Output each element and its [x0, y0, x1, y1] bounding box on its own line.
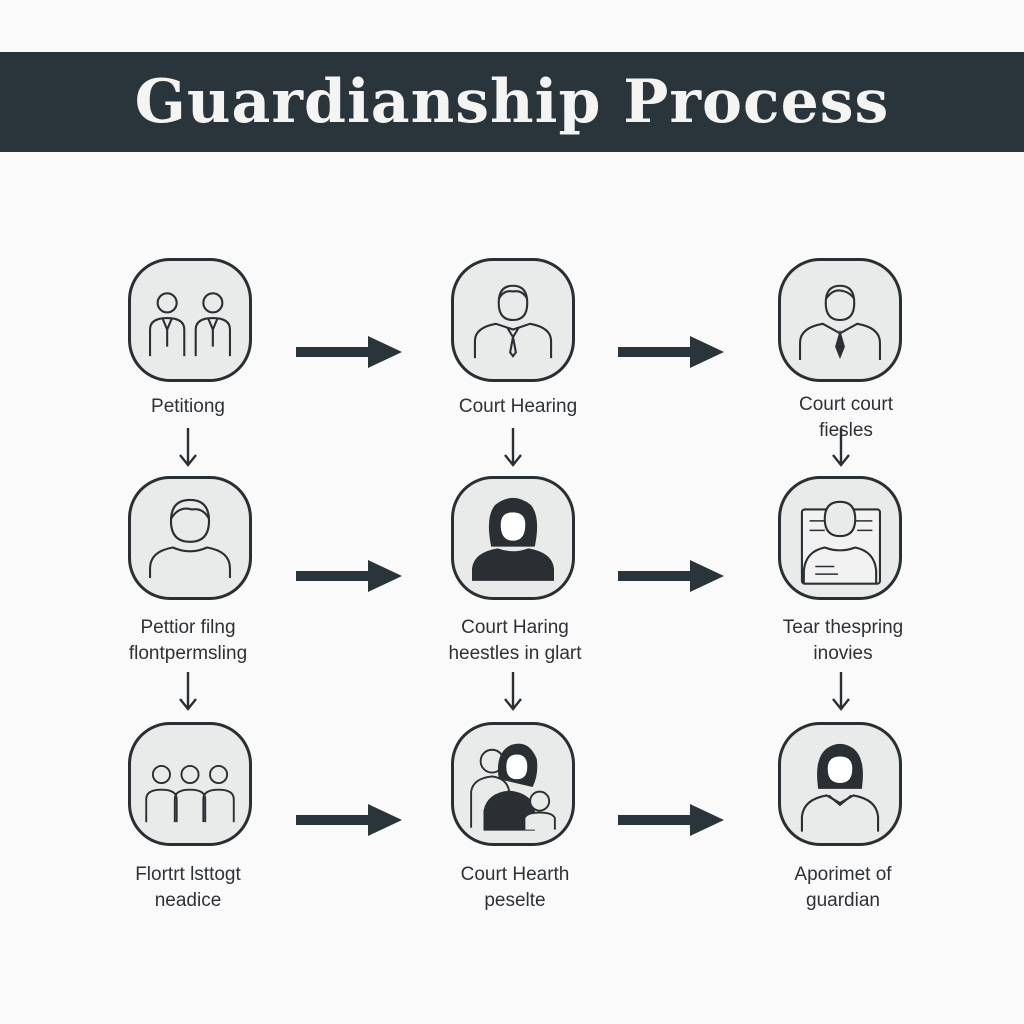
- step-5-node: [451, 476, 575, 600]
- step-label-line: inovies: [813, 643, 873, 664]
- step-label-line: neadice: [154, 890, 222, 911]
- diagram-title: Guardianship Process: [134, 67, 890, 137]
- step-label-line: Court Haring: [461, 617, 569, 638]
- arrow-right-icon: [618, 336, 724, 368]
- step-9-node: [778, 722, 902, 846]
- arrow-down-icon: [504, 672, 522, 711]
- step-1-label: Petitiong: [88, 394, 288, 420]
- step-label-line: peselte: [484, 890, 546, 911]
- step-6-label: Tear thespring inovies: [743, 615, 943, 667]
- woman-icon: [471, 497, 555, 581]
- person-icon: [148, 498, 232, 578]
- arrow-down-icon: [179, 672, 197, 711]
- family-icon: [470, 743, 556, 831]
- step-7-node: [128, 722, 252, 846]
- arrow-right-icon: [296, 336, 402, 368]
- step-3-node: [778, 258, 902, 382]
- step-5-label: Court Haring heestles in glart: [415, 615, 615, 667]
- arrow-down-icon: [832, 428, 850, 467]
- step-2-label: Court Hearing: [418, 394, 618, 420]
- arrow-right-icon: [618, 560, 724, 592]
- arrow-right-icon: [618, 804, 724, 836]
- step-label-line: fiesles: [819, 420, 873, 441]
- arrow-down-icon: [832, 672, 850, 711]
- step-1-node: [128, 258, 252, 382]
- step-6-node: [778, 476, 902, 600]
- official-icon: [473, 284, 553, 359]
- step-label-line: Court court: [799, 394, 893, 415]
- step-2-node: [451, 258, 575, 382]
- step-label-line: heestles in glart: [448, 643, 582, 664]
- step-label-line: Tear thespring: [782, 617, 904, 638]
- arrow-down-icon: [504, 428, 522, 467]
- title-banner: Guardianship Process: [0, 52, 1024, 152]
- step-8-label: Court Hearth peselte: [415, 862, 615, 914]
- step-7-label: Flortrt lsttogt neadice: [88, 862, 288, 914]
- two-officials-icon: [148, 292, 232, 357]
- step-label-line: Aporimet of: [794, 864, 892, 885]
- arrow-down-icon: [179, 428, 197, 467]
- guardian-icon: [800, 743, 880, 832]
- step-label-line: Petitiong: [151, 396, 225, 417]
- step-9-label: Aporimet of guardian: [743, 862, 943, 914]
- step-label-line: Flortrt lsttogt: [135, 864, 241, 885]
- step-4-node: [128, 476, 252, 600]
- step-label-line: Pettior filng: [140, 617, 236, 638]
- step-label-line: flontpermsling: [128, 643, 248, 664]
- step-label-line: Court Hearth: [460, 864, 570, 885]
- judge-icon: [798, 284, 882, 360]
- step-3-label: Court court fiesles: [746, 392, 946, 444]
- arrow-right-icon: [296, 804, 402, 836]
- arrow-right-icon: [296, 560, 402, 592]
- step-8-node: [451, 722, 575, 846]
- step-label-line: guardian: [806, 890, 880, 911]
- step-label-line: Court Hearing: [458, 396, 578, 417]
- step-4-label: Pettior filng flontpermsling: [88, 615, 288, 667]
- document-person-icon: [800, 500, 882, 585]
- group-icon: [145, 764, 235, 823]
